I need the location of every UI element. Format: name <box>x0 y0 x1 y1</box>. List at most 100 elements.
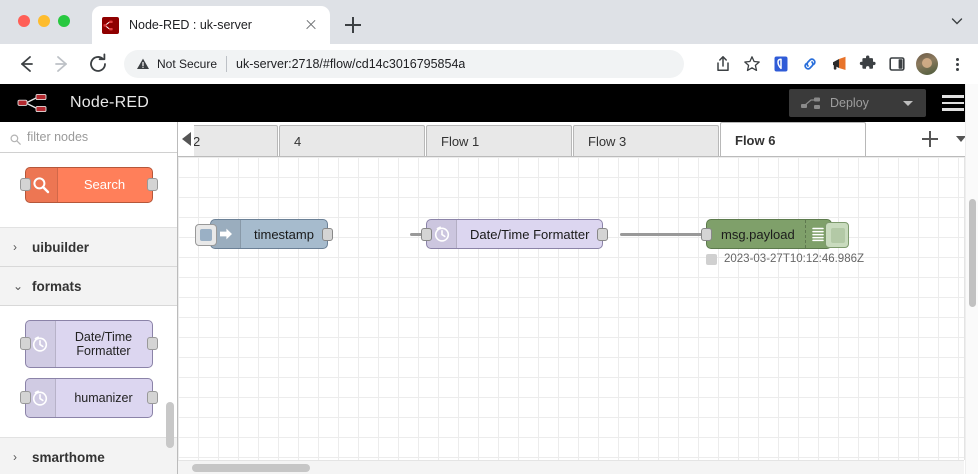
url-text: uk-server:2718/#flow/cd14c3016795854a <box>236 57 466 71</box>
debug-lines-icon <box>804 220 831 248</box>
nodered-body: Search › uibuilder ⌄ formats <box>0 122 978 474</box>
flow-node-label: timestamp <box>254 226 314 242</box>
close-icon[interactable] <box>302 16 320 34</box>
node-status-text: 2023-03-27T10:12:46.986Z <box>706 253 864 265</box>
palette-filter-row[interactable] <box>0 122 177 153</box>
chevron-right-icon: › <box>13 240 17 254</box>
palette-node-label: humanizer <box>74 390 133 405</box>
canvas-horizontal-scrollbar[interactable] <box>178 460 964 474</box>
palette-formats-nodes: Date/Time Formatter humanizer <box>0 306 177 438</box>
flow-node-datetime-formatter[interactable]: Date/Time Formatter <box>421 219 609 249</box>
flow-canvas[interactable]: timestamp Date/Time Formatter <box>178 157 978 474</box>
flow-tab-2[interactable]: 2 <box>186 125 278 156</box>
node-red-logo <box>16 91 62 115</box>
palette-scrollbar[interactable] <box>166 402 174 448</box>
debug-enable-toggle[interactable] <box>824 222 849 248</box>
add-flow-button[interactable] <box>922 130 938 147</box>
security-status-label: Not Secure <box>157 57 218 71</box>
node-input-port[interactable] <box>19 337 31 350</box>
clock-icon <box>427 220 457 248</box>
caret-down-icon[interactable] <box>903 100 913 106</box>
page-scrollbar[interactable] <box>965 84 978 474</box>
nodered-header: Node-RED Deploy <box>0 84 978 122</box>
flow-node-debug[interactable]: msg.payload <box>701 219 849 249</box>
flow-tab-flow-6[interactable]: Flow 6 <box>720 122 866 156</box>
password-manager-icon[interactable] <box>768 51 794 77</box>
kebab-menu-icon[interactable] <box>944 51 970 77</box>
flow-tabbar: 2 4 Flow 1 Flow 3 Flow 6 <box>178 122 978 157</box>
palette-node-datetime-formatter[interactable]: Date/Time Formatter <box>19 320 158 368</box>
maximize-window-button[interactable] <box>58 15 70 27</box>
inject-trigger-button[interactable] <box>195 224 217 246</box>
browser-toolbar-icons <box>710 51 978 77</box>
magnifier-icon <box>25 168 58 202</box>
browser-tab[interactable]: Node-RED : uk-server <box>92 6 330 44</box>
chevron-down-icon[interactable] <box>950 14 964 33</box>
reload-icon[interactable] <box>82 48 114 80</box>
node-input-port[interactable] <box>19 391 31 404</box>
wire <box>620 233 712 236</box>
palette-category-formats[interactable]: ⌄ formats <box>0 267 177 306</box>
flow-tab-flow-1[interactable]: Flow 1 <box>426 125 572 156</box>
palette-node-label: Search <box>83 176 126 192</box>
node-output-port[interactable] <box>146 391 158 404</box>
node-output-port[interactable] <box>597 228 609 241</box>
arrow-left-icon[interactable] <box>10 48 42 80</box>
arrow-right-icon[interactable] <box>46 48 78 80</box>
node-input-port[interactable] <box>421 228 432 241</box>
node-palette: Search › uibuilder ⌄ formats <box>0 122 178 474</box>
node-input-port[interactable] <box>19 178 31 191</box>
palette-category-uibuilder[interactable]: › uibuilder <box>0 228 177 267</box>
flow-tab-flow-3[interactable]: Flow 3 <box>573 125 719 156</box>
scrollbar-thumb[interactable] <box>969 199 976 307</box>
chevron-right-icon: › <box>13 450 17 464</box>
tab-scroll-left-button[interactable] <box>178 122 194 156</box>
palette-category-label: uibuilder <box>32 239 89 255</box>
flow-workspace: 2 4 Flow 1 Flow 3 Flow 6 timestam <box>178 122 978 474</box>
app-title: Node-RED <box>70 94 149 111</box>
close-window-button[interactable] <box>18 15 30 27</box>
status-label: 2023-03-27T10:12:46.986Z <box>724 253 865 265</box>
minimize-window-button[interactable] <box>38 15 50 27</box>
palette-node-search[interactable]: Search <box>19 167 158 203</box>
browser-tabstrip: Node-RED : uk-server <box>0 0 978 44</box>
avatar[interactable] <box>916 53 938 75</box>
flow-node-inject-timestamp[interactable]: timestamp <box>195 219 333 249</box>
clock-icon <box>25 379 56 417</box>
new-tab-button[interactable] <box>340 12 366 38</box>
address-bar[interactable]: Not Secure uk-server:2718/#flow/cd14c301… <box>124 50 684 78</box>
node-output-port[interactable] <box>321 228 333 241</box>
extensions-puzzle-icon[interactable] <box>855 51 881 77</box>
clock-icon <box>25 321 56 367</box>
flow-node-label: msg.payload <box>721 226 795 242</box>
status-dot <box>706 253 717 265</box>
flow-node-label: Date/Time Formatter <box>470 226 590 242</box>
filter-nodes-input[interactable] <box>27 130 157 144</box>
megaphone-icon[interactable] <box>826 51 852 77</box>
hamburger-menu-icon[interactable] <box>942 95 964 111</box>
deploy-icon <box>801 96 821 110</box>
palette-node-humanizer[interactable]: humanizer <box>19 378 158 418</box>
bookmark-star-icon[interactable] <box>739 51 765 77</box>
palette-category-smarthome[interactable]: › smarthome <box>0 438 177 474</box>
chevron-down-icon: ⌄ <box>13 279 24 293</box>
link-icon[interactable] <box>797 51 823 77</box>
triangle-left-icon <box>181 131 191 146</box>
search-icon <box>10 132 21 145</box>
side-panel-icon[interactable] <box>884 51 910 77</box>
deploy-label: Deploy <box>830 96 869 110</box>
browser-tab-title: Node-RED : uk-server <box>129 18 252 32</box>
flow-tab-4[interactable]: 4 <box>279 125 425 156</box>
flow-menu-caret-icon[interactable] <box>956 135 966 142</box>
scrollbar-thumb[interactable] <box>192 464 310 472</box>
node-red-favicon <box>102 16 119 34</box>
node-output-port[interactable] <box>146 337 158 350</box>
node-output-port[interactable] <box>146 178 158 191</box>
warning-triangle-icon <box>136 57 150 71</box>
palette-category-label: formats <box>32 278 82 294</box>
node-input-port[interactable] <box>701 228 712 241</box>
browser-chrome: Node-RED : uk-server <box>0 0 978 84</box>
share-icon[interactable] <box>710 51 736 77</box>
deploy-button[interactable]: Deploy <box>789 89 926 117</box>
palette-category-label: smarthome <box>32 449 105 465</box>
